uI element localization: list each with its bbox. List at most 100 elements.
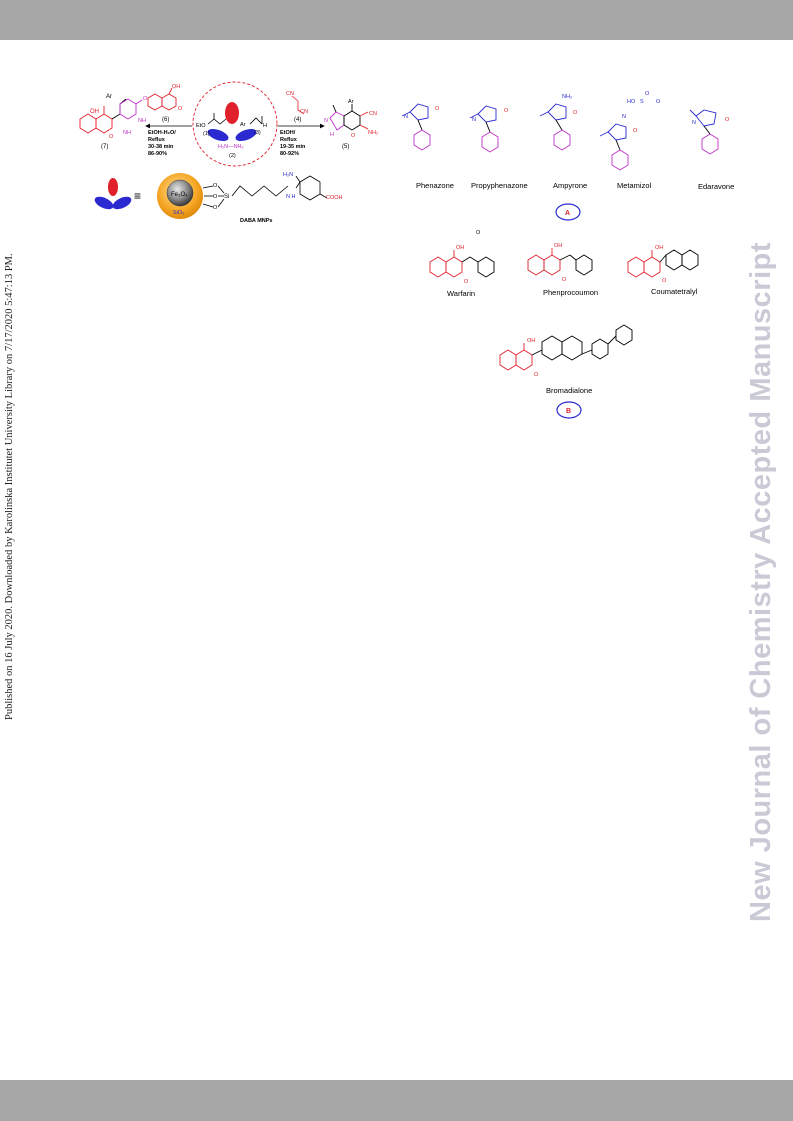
cond-left-2: Reflux: [148, 137, 166, 143]
aminobenzoic-ring: [295, 175, 328, 201]
center-c3-label: (3): [254, 130, 261, 136]
center-hydrazine-label: H₂N—NH₂: [218, 144, 244, 150]
p7-nh-label: NH: [138, 118, 146, 124]
phenazone-o-label: O: [435, 106, 440, 112]
drug-name-metamizol: Metamizol: [617, 181, 652, 190]
edaravone-structure: [689, 109, 719, 155]
p7-o-label: O: [109, 134, 114, 140]
r4-cn1-label: CN: [286, 91, 294, 97]
metamizol-o1-label: O: [645, 91, 650, 97]
cooh-label: COOH: [326, 195, 343, 201]
p7-o2-label: O: [143, 96, 148, 102]
orbital-lobes: [207, 102, 257, 142]
p7-oh-label: OH: [90, 109, 99, 115]
drug-name-warfarin: Warfarin: [447, 289, 475, 298]
coumatetralyl-structure: [627, 249, 699, 278]
edaravone-n-label: N: [692, 120, 696, 126]
propyphenazone-n-label: N: [472, 117, 476, 123]
drug-name-edaravone: Edaravone: [698, 182, 734, 191]
reagent-4-structure: [291, 95, 305, 115]
edaravone-o-label: O: [725, 117, 730, 123]
product-7-structure: [79, 98, 143, 134]
phenprocoumon-oh-label: OH: [554, 243, 562, 249]
propyphenazone-structure: [469, 105, 499, 153]
p5-ar-label: Ar: [348, 99, 354, 105]
product-5-label: (5): [342, 144, 349, 150]
reagent-6-label: (6): [162, 117, 169, 123]
panel-a-badge-label: A: [565, 210, 570, 217]
metamizol-n-label: N: [622, 114, 626, 120]
ampyrone-o-label: O: [573, 110, 578, 116]
phenazone-structure: [401, 103, 431, 151]
r4-cn2-label: CN: [300, 109, 308, 115]
center-h-label: H: [263, 123, 267, 129]
ampyrone-nh2-label: NH₂: [562, 94, 572, 100]
multicomponent-circle: [192, 81, 278, 167]
cond-right-3: 19-35 min: [280, 144, 306, 150]
r6-o-label: O: [178, 106, 183, 112]
drug-name-coumatetralyl: Coumatetralyl: [651, 287, 698, 296]
center-c1-label: (1): [203, 131, 210, 137]
cond-left-1: EtOH-H₂O/: [148, 130, 176, 136]
cond-right-4: 80-92%: [280, 151, 299, 157]
catalyst-name: DABA MNPs: [240, 218, 273, 224]
bromadialone-oh-label: OH: [527, 338, 535, 344]
warfarin-structure: [429, 250, 495, 278]
center-c2-label: (2): [229, 153, 236, 159]
coumatetralyl-oh-label: OH: [655, 245, 663, 251]
cond-right-2: Reflux: [280, 137, 298, 143]
p5-h-label: H: [330, 132, 334, 138]
metamizol-ho-label: HO: [627, 99, 636, 105]
shell-label: SiO₂: [173, 210, 184, 216]
si-label: Si: [224, 194, 229, 200]
drug-name-ampyrone: Ampyrone: [553, 181, 587, 190]
cond-left-4: 86-90%: [148, 151, 167, 157]
warfarin-o-label: O: [476, 230, 481, 236]
r6-oh-label: OH: [172, 84, 180, 90]
reagent-6-structure: [147, 87, 177, 111]
phenprocoumon-structure: [527, 248, 593, 276]
warfarin-ring-o-label: O: [464, 279, 469, 285]
si-o2-label: O: [213, 194, 218, 200]
metamizol-s-label: S: [640, 99, 644, 105]
panel-a: N O N O NH₂ O HO S O O N: [401, 91, 734, 221]
core-label: Fe₃O₄: [171, 192, 188, 198]
ampyrone-structure: [539, 103, 571, 151]
footer-band: [0, 1080, 793, 1121]
panel-b: OH O O OH O OH O Warfarin Phenprocoumon …: [429, 230, 699, 419]
p5-n-label: N: [324, 118, 328, 124]
linker-nh-label: N H: [286, 194, 296, 200]
product-5-structure: [329, 104, 369, 131]
center-ar-label: Ar: [240, 122, 246, 128]
drug-name-propyphenazone: Propyphenazone: [471, 181, 528, 190]
warfarin-oh-label: OH: [456, 245, 464, 251]
p5-nh2-label: NH₂: [368, 130, 378, 136]
p5-o-label: O: [351, 133, 356, 139]
coumatetralyl-o-label: O: [662, 278, 667, 284]
si-o1-label: O: [213, 183, 218, 189]
phenazone-n-label: N: [404, 114, 408, 120]
p7-ar-label: Ar: [106, 94, 112, 100]
si-o3-label: O: [213, 205, 218, 211]
panel-a-badge: [555, 203, 581, 221]
reagent-4-label: (4): [294, 117, 301, 123]
p5-cn-label: CN: [369, 111, 377, 117]
orbital-icon: [94, 178, 132, 210]
bromadialone-structure: [499, 324, 633, 371]
drug-name-phenazone: Phenazone: [416, 181, 454, 190]
metamizol-o2-label: O: [656, 99, 661, 105]
metamizol-o3-label: O: [633, 128, 638, 134]
cond-left-3: 30-38 min: [148, 144, 174, 150]
propyphenazone-o-label: O: [504, 108, 509, 114]
drug-name-bromadialone: Bromadialone: [546, 386, 592, 395]
metamizol-structure: [599, 123, 629, 171]
catalyst-diagram: ≡ Fe₃O₄ SiO₂ O O O Si N H H₂N COOH DABA …: [94, 172, 343, 224]
magnetite-core: [166, 179, 194, 207]
reaction-scheme: OH Ar O NH O NH (7) OH O (6) EtOH-H₂O/ R…: [79, 81, 378, 167]
header-band: [0, 0, 793, 40]
panel-b-badge: [556, 401, 582, 419]
panel-b-badge-label: B: [566, 408, 571, 415]
center-eto-label: EtO: [196, 123, 206, 129]
p7-nh2-label: NH: [123, 130, 131, 136]
